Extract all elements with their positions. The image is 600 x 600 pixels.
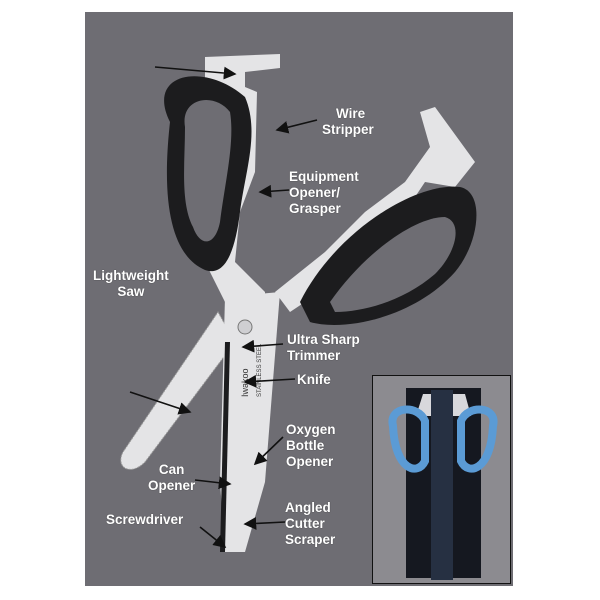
label-line: Wire [336, 106, 366, 121]
holster-illustration [388, 388, 498, 580]
label-line: Scraper [285, 532, 336, 547]
label-line: Cutter [285, 516, 325, 531]
blue-handle-right [457, 405, 498, 473]
left-handle-hole [184, 100, 232, 242]
callout-arrows [129, 66, 318, 548]
saw-blade [120, 311, 236, 470]
label-line: Angled [285, 500, 331, 515]
label-line: Grasper [289, 201, 341, 216]
label-line: Equipment [289, 169, 359, 184]
label-line: Trimmer [287, 348, 341, 363]
label-angled-cutter-scraper: Angled Cutter Scraper [285, 500, 335, 548]
label-equipment-opener: Equipment Opener/ Grasper [289, 169, 359, 217]
label-line: Lightweight [93, 268, 169, 283]
label-ultra-sharp-trimmer: Ultra Sharp Trimmer [287, 332, 360, 364]
label-lightweight-saw: Lightweight Saw [93, 268, 169, 300]
blade-stamp: STAINLESS STEEL [257, 343, 263, 397]
label-line: Bottle [286, 438, 325, 453]
right-steel-arm [275, 107, 475, 312]
blade-brand: Iwakoo [240, 368, 250, 397]
main-blade [220, 292, 280, 552]
product-photo: Iwakoo STAINLESS STEEL Wire Stripper Equ… [85, 12, 513, 586]
label-line: Opener [148, 478, 196, 493]
label-line: Saw [117, 284, 145, 299]
label-knife: Knife [297, 372, 331, 387]
label-line: Ultra Sharp [287, 332, 360, 347]
scissors-illustration: Iwakoo STAINLESS STEEL [120, 54, 477, 552]
holster-strap [431, 390, 453, 580]
holster-inset-photo [372, 375, 511, 584]
label-wire-stripper: Wire Stripper [322, 106, 374, 138]
label-can-opener: Can Opener [148, 462, 195, 494]
blue-handle-left [388, 405, 429, 473]
label-line: Oxygen [286, 422, 336, 437]
label-line: Opener [286, 454, 334, 469]
label-line: Can [158, 462, 185, 477]
label-oxygen-bottle-opener: Oxygen Bottle Opener [286, 422, 336, 470]
label-line: Stripper [322, 122, 374, 137]
pivot-screw [237, 319, 253, 335]
right-handle-hole [330, 217, 456, 312]
label-screwdriver: Screwdriver [106, 512, 184, 527]
label-line: Opener/ [289, 185, 341, 200]
